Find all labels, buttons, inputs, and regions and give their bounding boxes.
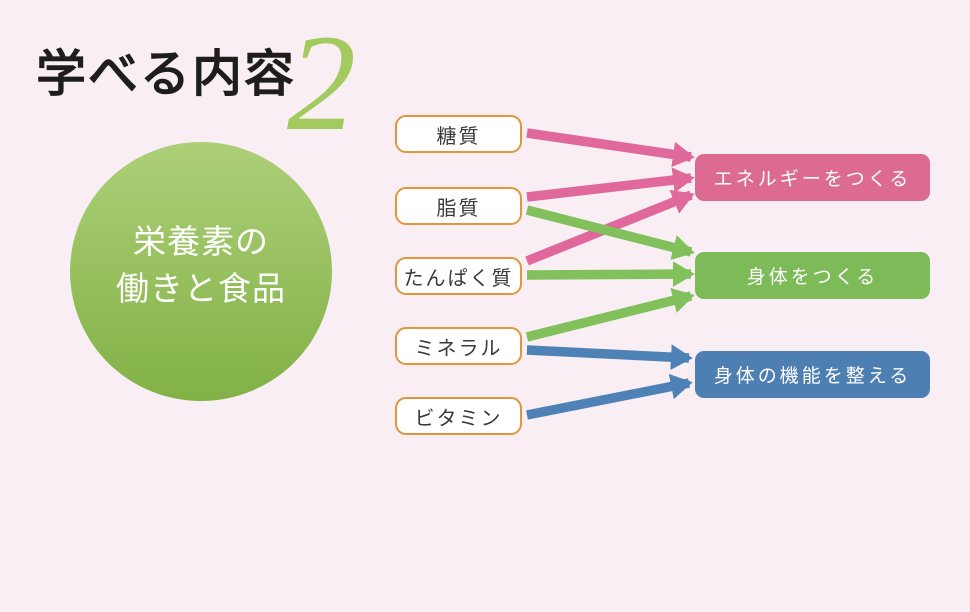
arrow-vitamin-regulate bbox=[526, 373, 693, 420]
topic-circle-text: 栄養素の 働きと食品 bbox=[116, 219, 286, 313]
function-box-regulate: 身体の機能を整える bbox=[695, 351, 930, 398]
topic-circle-line2: 働きと食品 bbox=[116, 269, 286, 307]
arrow-group bbox=[525, 128, 695, 420]
nutrient-box-mineral: ミネラル bbox=[395, 327, 522, 365]
section-number: 2 bbox=[287, 6, 356, 159]
nutrient-box-sugar: 糖質 bbox=[395, 115, 522, 153]
function-box-energy: エネルギーをつくる bbox=[695, 154, 930, 201]
arrow-sugar-energy bbox=[526, 128, 695, 168]
arrow-mineral-body bbox=[525, 287, 695, 342]
nutrient-box-protein: たんぱく質 bbox=[395, 257, 522, 295]
page-title: 学べる内容 bbox=[36, 46, 296, 102]
function-box-body: 身体をつくる bbox=[695, 252, 930, 299]
nutrient-box-lipid: 脂質 bbox=[395, 187, 522, 225]
arrow-mineral-regulate bbox=[526, 344, 693, 370]
nutrient-box-vitamin: ビタミン bbox=[395, 397, 522, 435]
arrow-lipid-body bbox=[525, 205, 695, 260]
topic-circle-line1: 栄養素の bbox=[133, 222, 269, 260]
arrow-lipid-energy bbox=[526, 167, 695, 202]
arrow-protein-body bbox=[526, 261, 695, 287]
topic-circle: 栄養素の 働きと食品 bbox=[70, 142, 332, 401]
